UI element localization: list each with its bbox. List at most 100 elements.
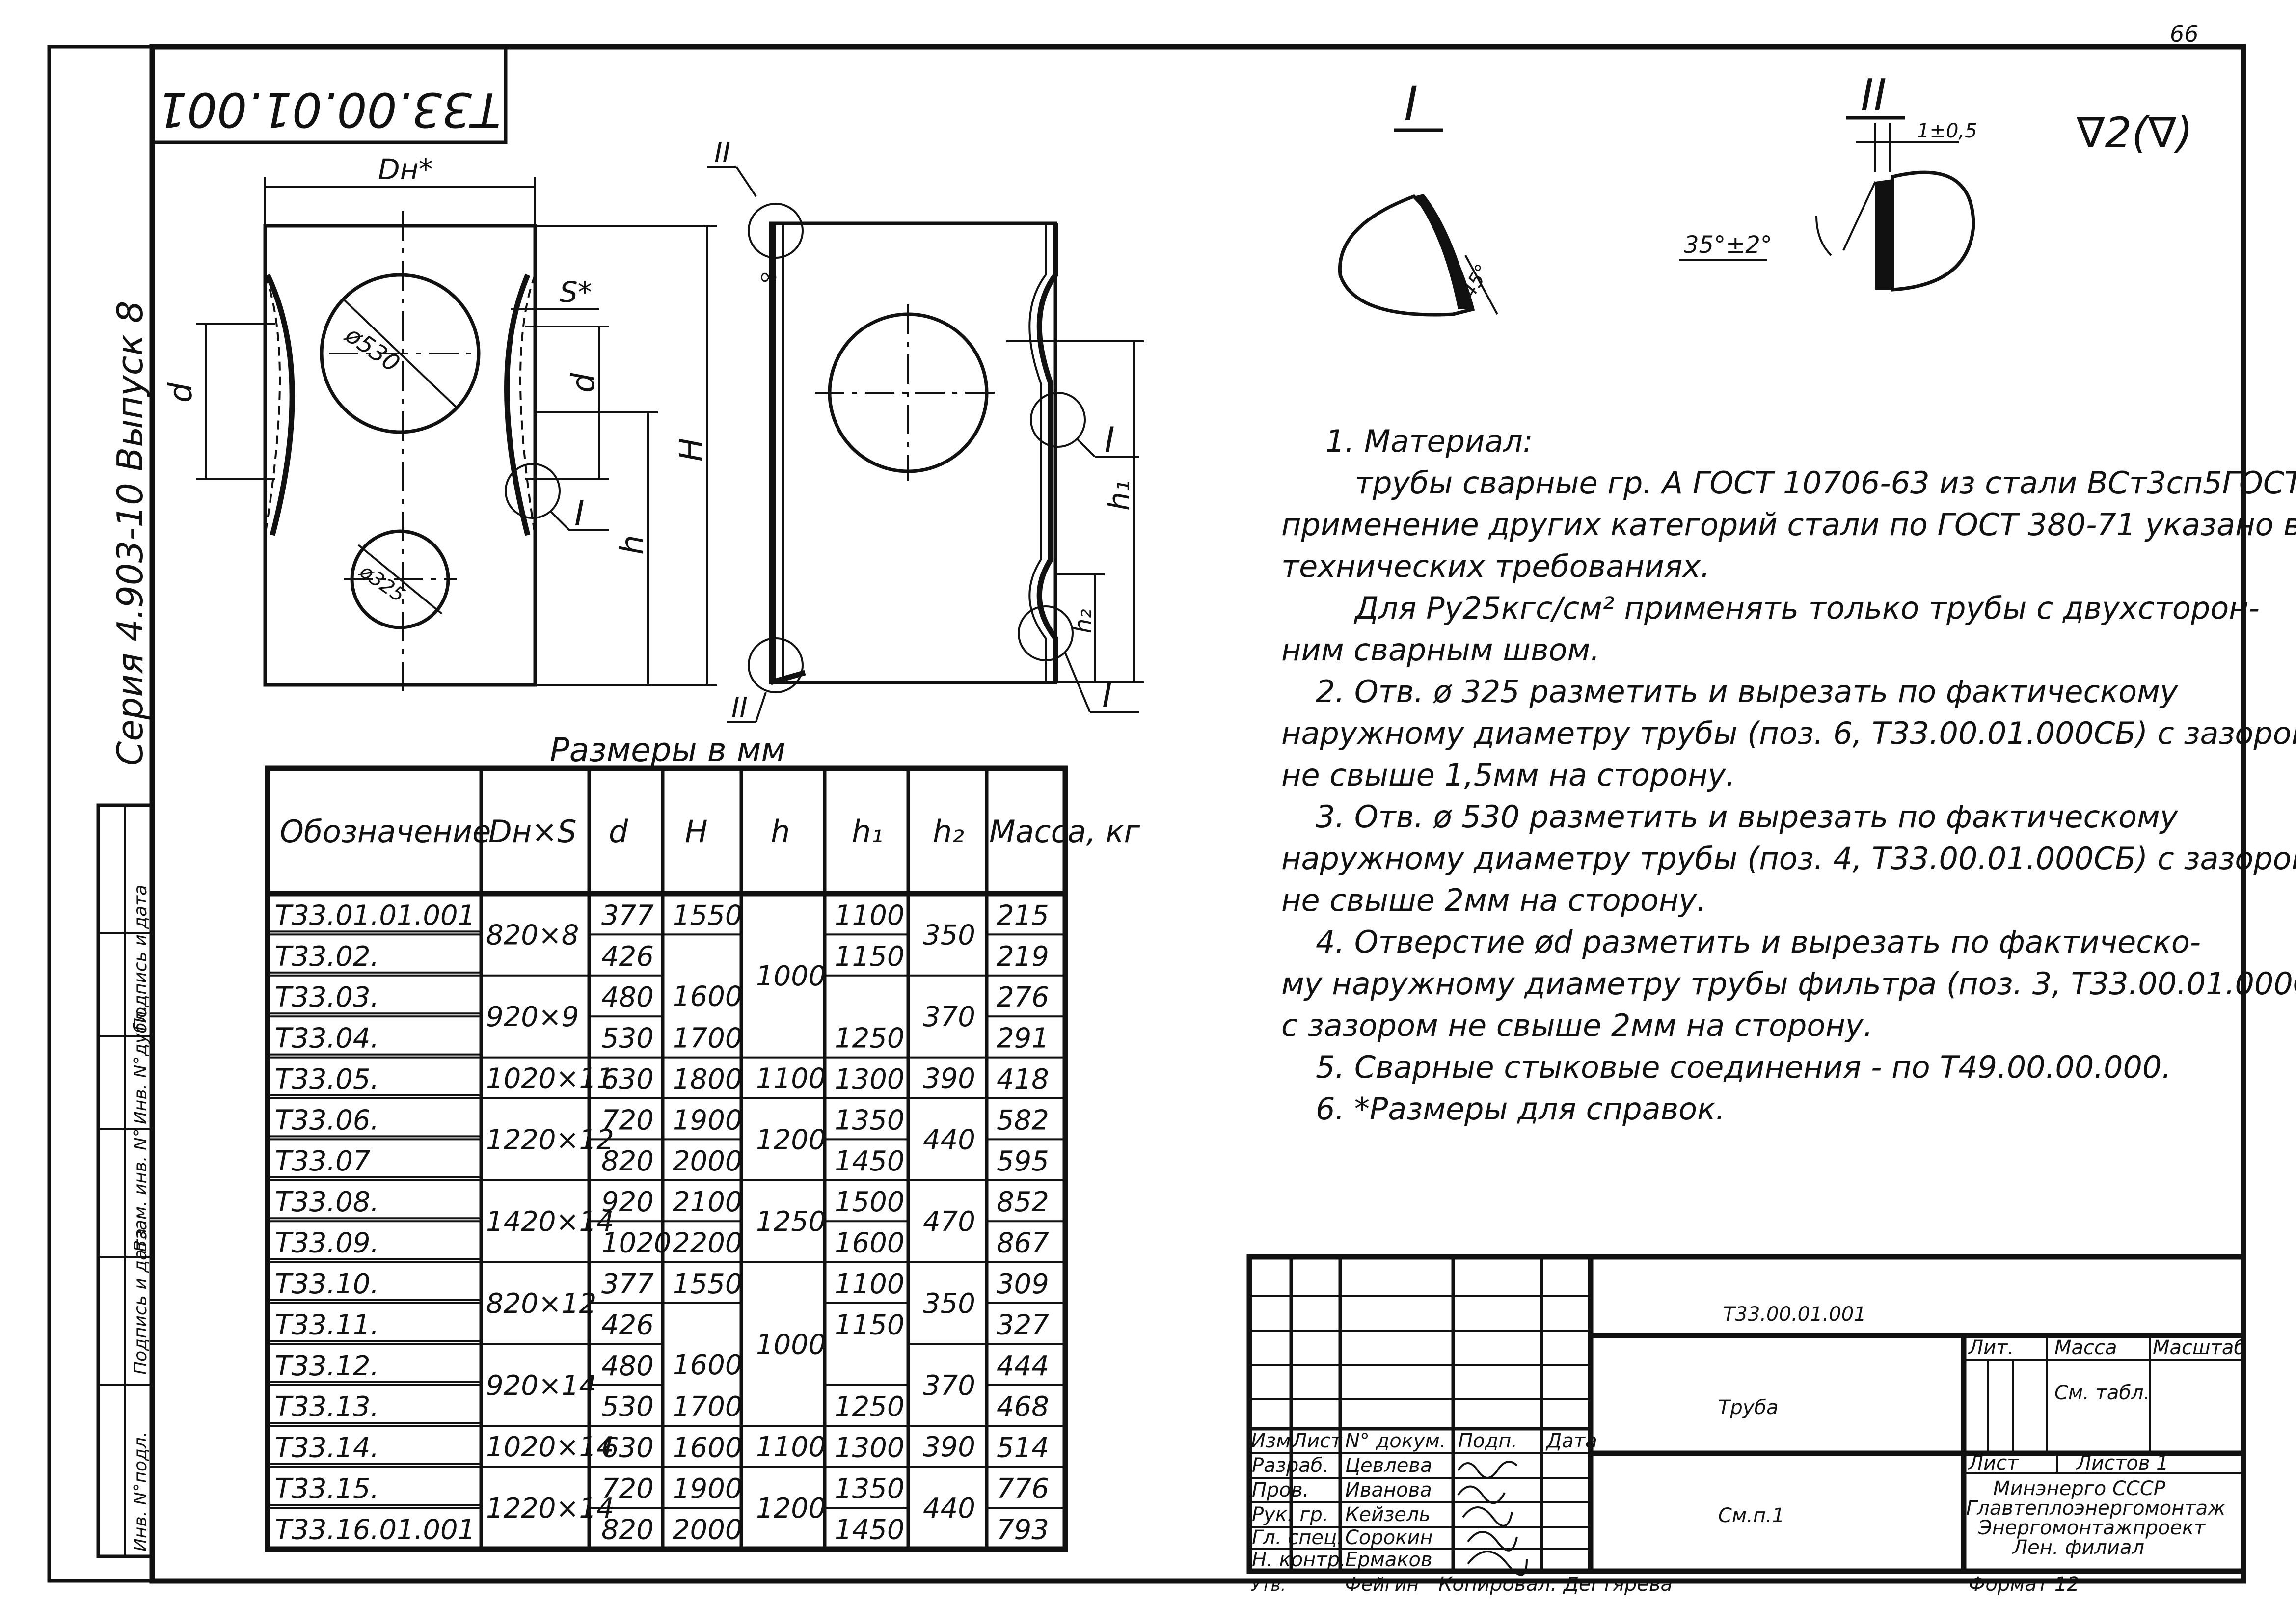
table-cell-h1: 1500 xyxy=(835,1186,905,1218)
table-cell-H: 1900 xyxy=(673,1104,743,1136)
svg-text:N° докум.: N° докум. xyxy=(1345,1430,1446,1452)
svg-text:Разраб.: Разраб. xyxy=(1252,1454,1329,1477)
table-cell-mass: 291 xyxy=(997,1023,1049,1055)
table-cell-h1: 1350 xyxy=(835,1104,905,1136)
d-label-right: d xyxy=(566,373,602,393)
svg-text:применение других категорий ст: применение других категорий стали по ГОС… xyxy=(1281,507,2296,543)
view-front: ø530 ø325 Dн* S* d d h H I xyxy=(163,153,717,697)
doc-code-mirrored: Т33.00.01.001 xyxy=(157,82,501,137)
table-cell-h1: 1450 xyxy=(835,1514,905,1546)
table-cell-h: 1000 xyxy=(756,1329,826,1361)
svg-text:См. табл.: См. табл. xyxy=(2054,1382,2150,1404)
svg-text:Масса: Масса xyxy=(2054,1336,2117,1359)
table-cell-h: 1200 xyxy=(756,1493,826,1524)
table-cell-H: 1600 xyxy=(673,1432,743,1464)
table-cell-H: 1700 xyxy=(673,1023,743,1055)
svg-text:6. *Размеры для справок.: 6. *Размеры для справок. xyxy=(1316,1091,1725,1127)
detail-I-title: I xyxy=(1404,77,1418,132)
table-cell-d: 480 xyxy=(601,1350,654,1382)
title-name: Труба xyxy=(1718,1396,1779,1419)
table-cell-mass: 327 xyxy=(997,1309,1049,1341)
table-cell-H: 1550 xyxy=(673,1268,743,1300)
svg-text:Энергомонтажпроект: Энергомонтажпроект xyxy=(1978,1517,2206,1539)
table-cell-d: 1020 xyxy=(601,1227,672,1259)
svg-text:Инв. N°подл.: Инв. N°подл. xyxy=(131,1432,151,1552)
table-cell-dns: 1220×14 xyxy=(486,1493,614,1524)
col-header-mass: Масса, кг xyxy=(989,814,1140,849)
svg-text:Подпись и дата: Подпись и дата xyxy=(131,1228,151,1375)
svg-text:Минэнерго СССР: Минэнерго СССР xyxy=(1993,1477,2166,1500)
mirrored-code-box xyxy=(150,45,508,144)
title-block: Т33.00.01.001 Труба См.п.1 Лит. Масса Ма… xyxy=(1246,1254,2246,1576)
table-cell-h2: 350 xyxy=(923,1288,975,1320)
svg-text:Подп.: Подп. xyxy=(1458,1430,1517,1452)
callout-II-top: II xyxy=(714,137,730,169)
table-cell-designation: Т33.07 xyxy=(275,1145,371,1177)
table-cell-d: 480 xyxy=(601,981,654,1013)
table-cell-h2: 350 xyxy=(923,919,975,951)
svg-text:1. Материал:: 1. Материал: xyxy=(1325,423,1533,459)
table-cell-d: 630 xyxy=(601,1432,654,1464)
table-cell-h2: 390 xyxy=(923,1062,975,1094)
svg-text:Рук. гр.: Рук. гр. xyxy=(1252,1503,1329,1526)
callout-I-left: I xyxy=(574,493,585,534)
table-cell-h1: 1450 xyxy=(835,1145,905,1177)
table-cell-h1: 1300 xyxy=(835,1432,905,1464)
callout-I-right-2: I xyxy=(1102,675,1112,715)
h1-label: h₁ xyxy=(1102,480,1136,511)
table-cell-mass: 867 xyxy=(997,1227,1049,1259)
svg-text:не свыше 1,5мм на сторону.: не свыше 1,5мм на сторону. xyxy=(1281,757,1735,793)
table-cell-H: 2100 xyxy=(673,1186,743,1218)
table-cell-mass: 215 xyxy=(997,899,1049,931)
svg-text:2. Отв. ø 325 разметить и выре: 2. Отв. ø 325 разметить и вырезать по фа… xyxy=(1316,674,2179,709)
table-cell-mass: 514 xyxy=(997,1432,1049,1464)
col-header-H: H xyxy=(685,814,708,849)
table-cell-designation: Т33.10. xyxy=(275,1268,379,1300)
svg-text:Сорокин: Сорокин xyxy=(1345,1526,1433,1549)
table-cell-H: 1600 xyxy=(673,1349,743,1381)
dia-325-label: ø325 xyxy=(355,560,409,607)
table-cell-H: 1550 xyxy=(673,899,743,931)
table-cell-H: 1600 xyxy=(673,981,743,1013)
table-cell-dns: 820×12 xyxy=(486,1288,596,1320)
table-cell-h1: 1300 xyxy=(835,1063,905,1095)
table-cell-h1: 1150 xyxy=(835,1309,905,1341)
dimension-table: Обозначение Dн×S d H h h₁ h₂ Масса, кг Т… xyxy=(265,765,1140,1552)
table-cell-H: 1800 xyxy=(673,1063,743,1095)
h-label: h xyxy=(615,535,651,555)
svg-text:5. Сварные стыковые соединения: 5. Сварные стыковые соединения - по Т49.… xyxy=(1316,1049,2171,1085)
callout-II-bottom: II xyxy=(731,692,748,724)
table-cell-designation: Т33.05. xyxy=(275,1063,379,1095)
svg-text:4. Отверстие ød разметить и вы: 4. Отверстие ød разметить и вырезать по … xyxy=(1316,924,2201,960)
table-cell-designation: Т33.12. xyxy=(275,1350,379,1382)
dia-530-label: ø530 xyxy=(340,321,405,378)
col-header-h: h xyxy=(771,814,790,849)
angle-35-label: 35°±2° xyxy=(1684,231,1772,259)
svg-text:технических требованиях.: технических требованиях. xyxy=(1281,548,1710,584)
table-cell-h2: 370 xyxy=(923,1001,975,1033)
detail-II: II 1±0,5 35°±2° xyxy=(1679,70,1977,292)
table-cell-mass: 582 xyxy=(997,1104,1049,1136)
table-cell-designation: Т33.02. xyxy=(275,941,379,973)
surface-finish: ∇2(∇) xyxy=(2076,109,2193,158)
table-cell-mass: 852 xyxy=(997,1186,1049,1218)
table-cell-H: 1900 xyxy=(673,1473,743,1505)
table-cell-d: 377 xyxy=(601,1268,654,1300)
svg-text:Ермаков: Ермаков xyxy=(1345,1549,1432,1571)
table-cell-designation: Т33.04. xyxy=(275,1023,379,1055)
side-stamp: Инв. N°подл. Подпись и дата Взам. инв. N… xyxy=(96,803,154,1558)
table-cell-dns: 920×9 xyxy=(486,1001,579,1033)
table-cell-mass: 776 xyxy=(997,1473,1049,1505)
svg-text:Подпись и дата: Подпись и дата xyxy=(131,885,151,1031)
table-cell-h2: 370 xyxy=(923,1370,975,1402)
table-cell-H: 2200 xyxy=(673,1227,743,1259)
table-cell-h1: 1250 xyxy=(835,1023,905,1055)
table-cell-mass: 595 xyxy=(997,1145,1049,1177)
svg-text:Листов 1: Листов 1 xyxy=(2076,1452,2169,1474)
table-cell-designation: Т33.14. xyxy=(275,1432,379,1464)
table-cell-d: 377 xyxy=(601,899,654,931)
table-cell-designation: Т33.06. xyxy=(275,1104,379,1136)
table-cell-h1: 1250 xyxy=(835,1391,905,1423)
table-cell-designation: Т33.01.01.001 xyxy=(275,899,475,931)
table-cell-d: 720 xyxy=(601,1473,654,1505)
